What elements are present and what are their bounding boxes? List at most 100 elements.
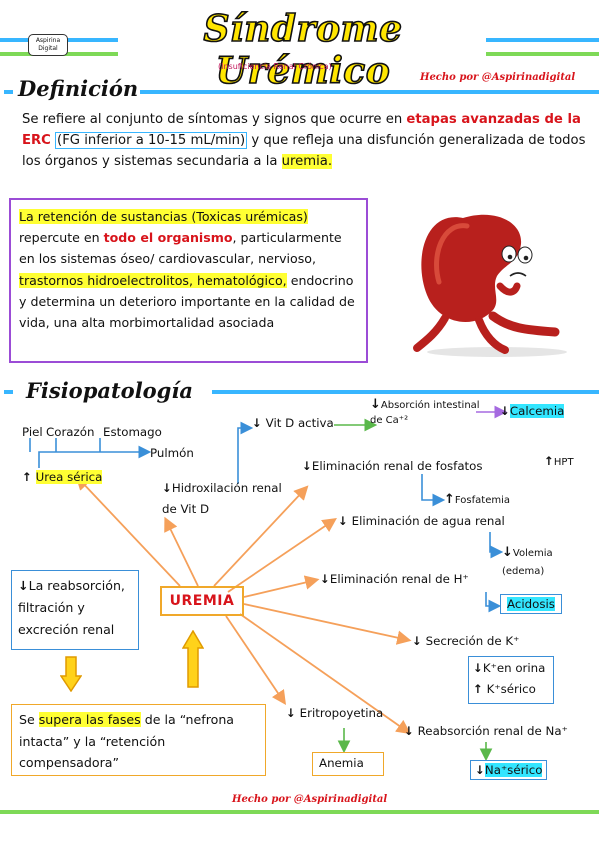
fisiopatologia-heading: Fisiopatología [26, 378, 193, 403]
elim-agua-label: Eliminación de agua renal [351, 514, 505, 528]
down-arrow-icon: ↓ [162, 481, 172, 495]
down-arrow-icon: ↓ [338, 514, 348, 528]
node-urea: ↑ Urea sérica [22, 470, 103, 484]
node-calcemia: ↓Calcemia [500, 404, 565, 418]
vitd-label: Vit D activa [265, 416, 334, 430]
node-piel: Piel [22, 425, 43, 439]
fosfatemia-label: Fosfatemia [454, 495, 510, 506]
down-arrow-icon: ↓ [412, 634, 422, 648]
anemia-label: Anemia [319, 756, 364, 770]
supera-text-a: Se [19, 712, 39, 727]
fisio-rule [212, 390, 599, 394]
node-secrecion-k: ↓ Secreción de K⁺ [412, 634, 519, 648]
eritro-label: Eritropoyetina [299, 706, 384, 720]
bottom-green-rule [0, 810, 599, 814]
node-k-orina: ↓K⁺en orina [473, 661, 545, 675]
top-blue-rule-right [486, 38, 599, 42]
big-up-arrow-icon [182, 630, 204, 688]
volemia-label: Volemia (edema) [502, 548, 553, 577]
node-hidroxilacion: ↓Hidroxilación renal de Vit D [162, 478, 282, 520]
node-vitd: ↓ Vit D activa [252, 416, 334, 430]
box-text-b: repercute en [19, 230, 104, 246]
page-subtitle: (Insuficiencia Renal Crónica) [218, 62, 332, 71]
box-text-d: endocrino y determina un deterioro impor… [19, 272, 355, 331]
logo: Aspirina Digital [28, 34, 68, 56]
k-serico-label: K⁺sérico [486, 682, 536, 696]
def-uremia-hl: uremia. [281, 154, 333, 169]
box-trastornos-hl: trastornos hidroelectrolitos, hematológi… [19, 272, 287, 288]
up-arrow-icon: ↑ [473, 682, 483, 696]
acidosis-label: Acidosis [507, 597, 555, 611]
def-part-1: Se refiere al conjunto de síntomas y sig… [22, 112, 407, 127]
fisio-rule-left [4, 390, 13, 394]
box-text-c: , particularmente en los sistemas óseo/ … [19, 230, 342, 267]
down-arrow-icon: ↓ [302, 459, 312, 473]
retencion-box: La retención de sustancias (Toxicas urém… [9, 198, 368, 363]
down-arrow-icon: ↓ [320, 572, 330, 586]
node-reabs-na: ↓ Reabsorción renal de Na⁺ [404, 724, 568, 738]
node-elim-h: ↓Eliminación renal de H⁺ [320, 572, 469, 586]
reabsorcion-label: La reabsorción, filtración y excreción r… [18, 578, 125, 637]
def-fg-box: (FG inferior a 10-15 mL/min) [55, 132, 248, 149]
up-arrow-icon: ↑ [22, 470, 32, 484]
definicion-rule [140, 90, 599, 94]
node-k-serico: ↑ K⁺sérico [473, 682, 536, 696]
uremia-center: UREMIA [160, 586, 244, 616]
node-absorcion: ↓Absorción intestinal de Ca⁺² [370, 397, 480, 428]
node-anemia: Anemia [312, 752, 384, 776]
node-volemia: ↓Volemia (edema) [502, 544, 572, 581]
node-elim-agua: ↓ Eliminación de agua renal [338, 514, 505, 528]
node-pulmon: Pulmón [150, 446, 194, 460]
node-na-serico: ↓Na⁺sérico [470, 760, 548, 780]
na-serico-label: Na⁺sérico [484, 763, 543, 777]
supera-fases-box: Se supera las fases de la “nefrona intac… [11, 704, 266, 776]
secrecion-k-label: Secreción de K⁺ [425, 634, 520, 648]
hidroxilacion-label: Hidroxilación renal de Vit D [162, 481, 282, 516]
page-title: Síndrome Urémico [203, 7, 403, 93]
author-bottom: Hecho por @Aspirinadigital [232, 794, 388, 805]
node-hpt: ↑HPT [544, 454, 574, 468]
down-arrow-icon: ↓ [475, 763, 485, 777]
potasio-box: ↓K⁺en orina ↑ K⁺sérico [468, 656, 554, 704]
node-elim-fosfatos: ↓Eliminación renal de fosfatos [302, 459, 483, 473]
def-red: etapas avanzadas de la ERC [22, 112, 581, 148]
down-arrow-icon: ↓ [473, 661, 483, 675]
down-arrow-icon: ↓ [252, 416, 262, 430]
down-arrow-icon: ↓ [502, 545, 513, 560]
definicion-heading: Definición [18, 76, 139, 101]
author-top: Hecho por @Aspirinadigital [420, 72, 576, 83]
box-retencion-hl: La retención de sustancias (Toxicas urém… [19, 209, 308, 224]
calcemia-label: Calcemia [509, 404, 565, 418]
logo-text: Aspirina Digital [35, 37, 61, 52]
down-arrow-icon: ↓ [18, 578, 29, 593]
sad-kidney-illustration [413, 214, 567, 357]
reabs-na-label: Reabsorción renal de Na⁺ [417, 724, 568, 738]
down-arrow-icon: ↓ [286, 706, 296, 720]
def-part-c: y que refleja una disfunción generalizad… [22, 133, 586, 169]
urea-label: Urea sérica [35, 470, 103, 484]
absorcion-label: Absorción intestinal de Ca⁺² [370, 400, 480, 426]
hpt-label: HPT [553, 457, 574, 468]
supera-hl: supera las fases [38, 712, 141, 727]
elim-fosfatos-label: Eliminación renal de fosfatos [311, 459, 483, 473]
definicion-rule-left [4, 90, 13, 94]
top-green-rule-right [486, 52, 599, 56]
up-arrow-icon: ↑ [544, 454, 554, 468]
node-eritropoyetina: ↓ Eritropoyetina [286, 706, 383, 720]
node-fosfatemia: ↑Fosfatemia [444, 492, 510, 507]
node-corazon: Corazón [46, 425, 95, 439]
down-arrow-icon: ↓ [404, 724, 414, 738]
k-orina-label: K⁺en orina [482, 661, 546, 675]
elim-h-label: Eliminación renal de H⁺ [329, 572, 469, 586]
definicion-text: Se refiere al conjunto de síntomas y sig… [22, 109, 590, 172]
big-down-arrow-icon [60, 656, 82, 692]
box-organismo: todo el organismo [103, 230, 233, 246]
down-arrow-icon: ↓ [370, 397, 381, 412]
down-arrow-icon: ↓ [500, 404, 510, 418]
reabsorcion-box: ↓La reabsorción, filtración y excreción … [11, 570, 139, 650]
node-acidosis: Acidosis [500, 594, 562, 614]
node-estomago: Estomago [103, 425, 162, 439]
up-arrow-icon: ↑ [444, 492, 455, 507]
supera-text-b: de la “nefrona intacta” y la “retención … [19, 712, 235, 770]
